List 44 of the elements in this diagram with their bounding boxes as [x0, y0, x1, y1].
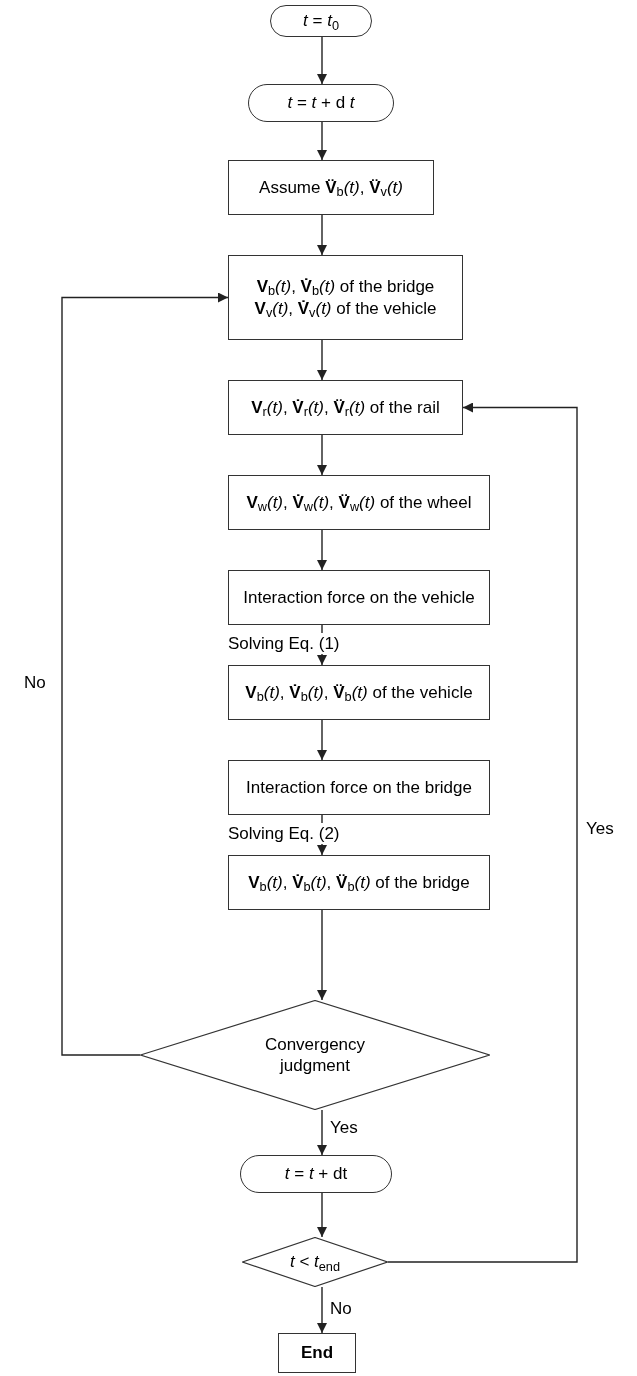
node-text: V$_{b}$(t), V̇$_{b}$(t) of the bridge	[256, 276, 435, 298]
node-text: V$_{v}$(t), V̇$_{v}$(t) of the vehicle	[254, 297, 437, 319]
process-box	[228, 665, 490, 720]
process-box	[228, 855, 490, 910]
process-box	[228, 760, 490, 815]
node-text: V$_{r}$(t), V̇$_{r}$(t), V̈$_{r}$(t) of the rail	[251, 396, 440, 419]
node-text: End	[300, 1342, 334, 1364]
edge-label: Solving Eq. (1)	[228, 633, 340, 655]
node-text: V$_{w}$(t), V̇$_{w}$(t), V̈$_{w}$(t) of the wheel	[246, 491, 472, 514]
end-box	[278, 1333, 356, 1373]
node-text: t = t + dt	[284, 1163, 348, 1185]
node-text: t = t + d t	[287, 92, 355, 114]
arrow	[317, 909, 327, 1001]
node-text: t < t$_{end}$	[289, 1251, 341, 1273]
node-text: V$_{b}$(t), V̇$_{b}$(t), V̈$_{b}$(t) of the bridge	[248, 871, 470, 894]
node-text: Interaction force on the bridge	[246, 776, 472, 799]
terminal-box	[270, 5, 372, 37]
arrow	[61, 292, 229, 1056]
decision-diamond	[242, 1237, 388, 1287]
decision-diamond	[140, 1000, 490, 1110]
process-box	[228, 570, 490, 625]
process-box	[228, 255, 463, 340]
arrow	[317, 1286, 327, 1334]
edge-label: Solving Eq. (2)	[228, 823, 340, 845]
arrow	[317, 1192, 327, 1238]
node-text: V$_{b}$(t), V̇$_{b}$(t), V̈$_{b}$(t) of the vehicle	[245, 681, 473, 704]
node-text: t = t$_{0}$	[303, 10, 339, 32]
node-text: Convergency judgment	[263, 1033, 367, 1077]
arrow	[317, 214, 327, 256]
arrow	[317, 1109, 327, 1156]
arrow	[317, 339, 327, 381]
arrow	[317, 529, 327, 571]
process-box	[228, 475, 490, 530]
arrow	[317, 719, 327, 761]
arrow	[317, 36, 327, 85]
terminal-box	[240, 1155, 392, 1193]
node-text: Interaction force on the vehicle	[243, 586, 475, 609]
process-box	[228, 160, 434, 215]
arrow	[317, 434, 327, 476]
process-box	[228, 380, 463, 435]
arrow	[317, 121, 327, 161]
node-text: Assume V̈$_{b}$(t), V̈$_{v}$(t)	[259, 176, 403, 199]
terminal-box	[248, 84, 394, 122]
arrow	[387, 402, 578, 1263]
